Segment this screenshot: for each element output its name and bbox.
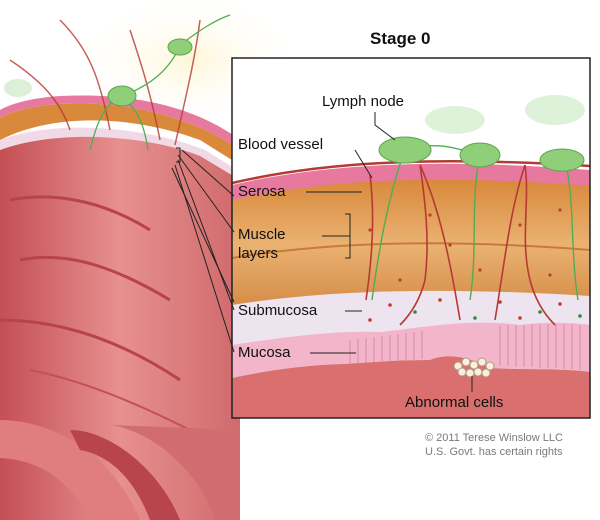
label-abnormal-cells: Abnormal cells: [405, 394, 504, 411]
copyright-line1: © 2011 Terese Winslow LLC: [425, 432, 563, 444]
lymph-node: [378, 136, 432, 164]
lymph-node-small: [167, 38, 193, 56]
leader-lines: [171, 112, 473, 392]
colon-fold: [19, 255, 171, 302]
lymph-node: [459, 142, 501, 168]
mucosa-texture: [349, 324, 581, 370]
colon-bend-shadow: [70, 430, 180, 520]
submucosa-cells: [368, 298, 582, 322]
lymph-node-faded: [4, 79, 32, 97]
muscle-layer-divider: [232, 242, 590, 259]
muscle-cells: [368, 208, 562, 282]
abnormal-cells-cluster: [453, 357, 495, 378]
inset-detail: [232, 58, 590, 418]
colon-bend-outer: [110, 425, 240, 520]
lymph-node-small: [107, 85, 137, 107]
lymph-node-faded: [425, 106, 485, 134]
colon-wall: [0, 131, 240, 520]
colon-fold: [29, 369, 191, 431]
label-mucosa: Mucosa: [238, 344, 291, 361]
label-blood-vessel: Blood vessel: [238, 136, 324, 153]
copyright-line2: U.S. Govt. has certain rights: [425, 446, 563, 458]
colon-illustration: [0, 0, 310, 520]
colon-fold: [0, 318, 181, 382]
lymph-node: [539, 148, 585, 172]
leader-serosa-bg: [181, 149, 235, 197]
label-serosa: Serosa: [238, 183, 286, 200]
lymph-node-faded: [525, 95, 585, 125]
cut-edge-mucosa: [0, 127, 240, 180]
muscle-layer: [232, 179, 590, 310]
leader-blood-vessel: [354, 149, 373, 179]
background-blood-vessels: [9, 19, 201, 146]
serosa-layer: [232, 163, 590, 205]
label-lymph-node: Lymph node: [322, 93, 405, 110]
label-muscle-line1: Muscle: [238, 226, 286, 243]
lumen-surface: [232, 356, 590, 418]
colon-bend: [0, 420, 140, 520]
colon-fold: [9, 195, 151, 232]
cut-edge-serosa: [0, 95, 240, 150]
label-muscle-line2: layers: [238, 245, 279, 262]
diagram-title: Stage 0: [370, 29, 431, 48]
leader-lymph-node: [374, 112, 396, 141]
cut-edge-muscle: [0, 103, 240, 165]
label-submucosa: Submucosa: [238, 302, 318, 319]
layer-bracket: [176, 147, 181, 163]
inset-frame: [231, 57, 591, 419]
